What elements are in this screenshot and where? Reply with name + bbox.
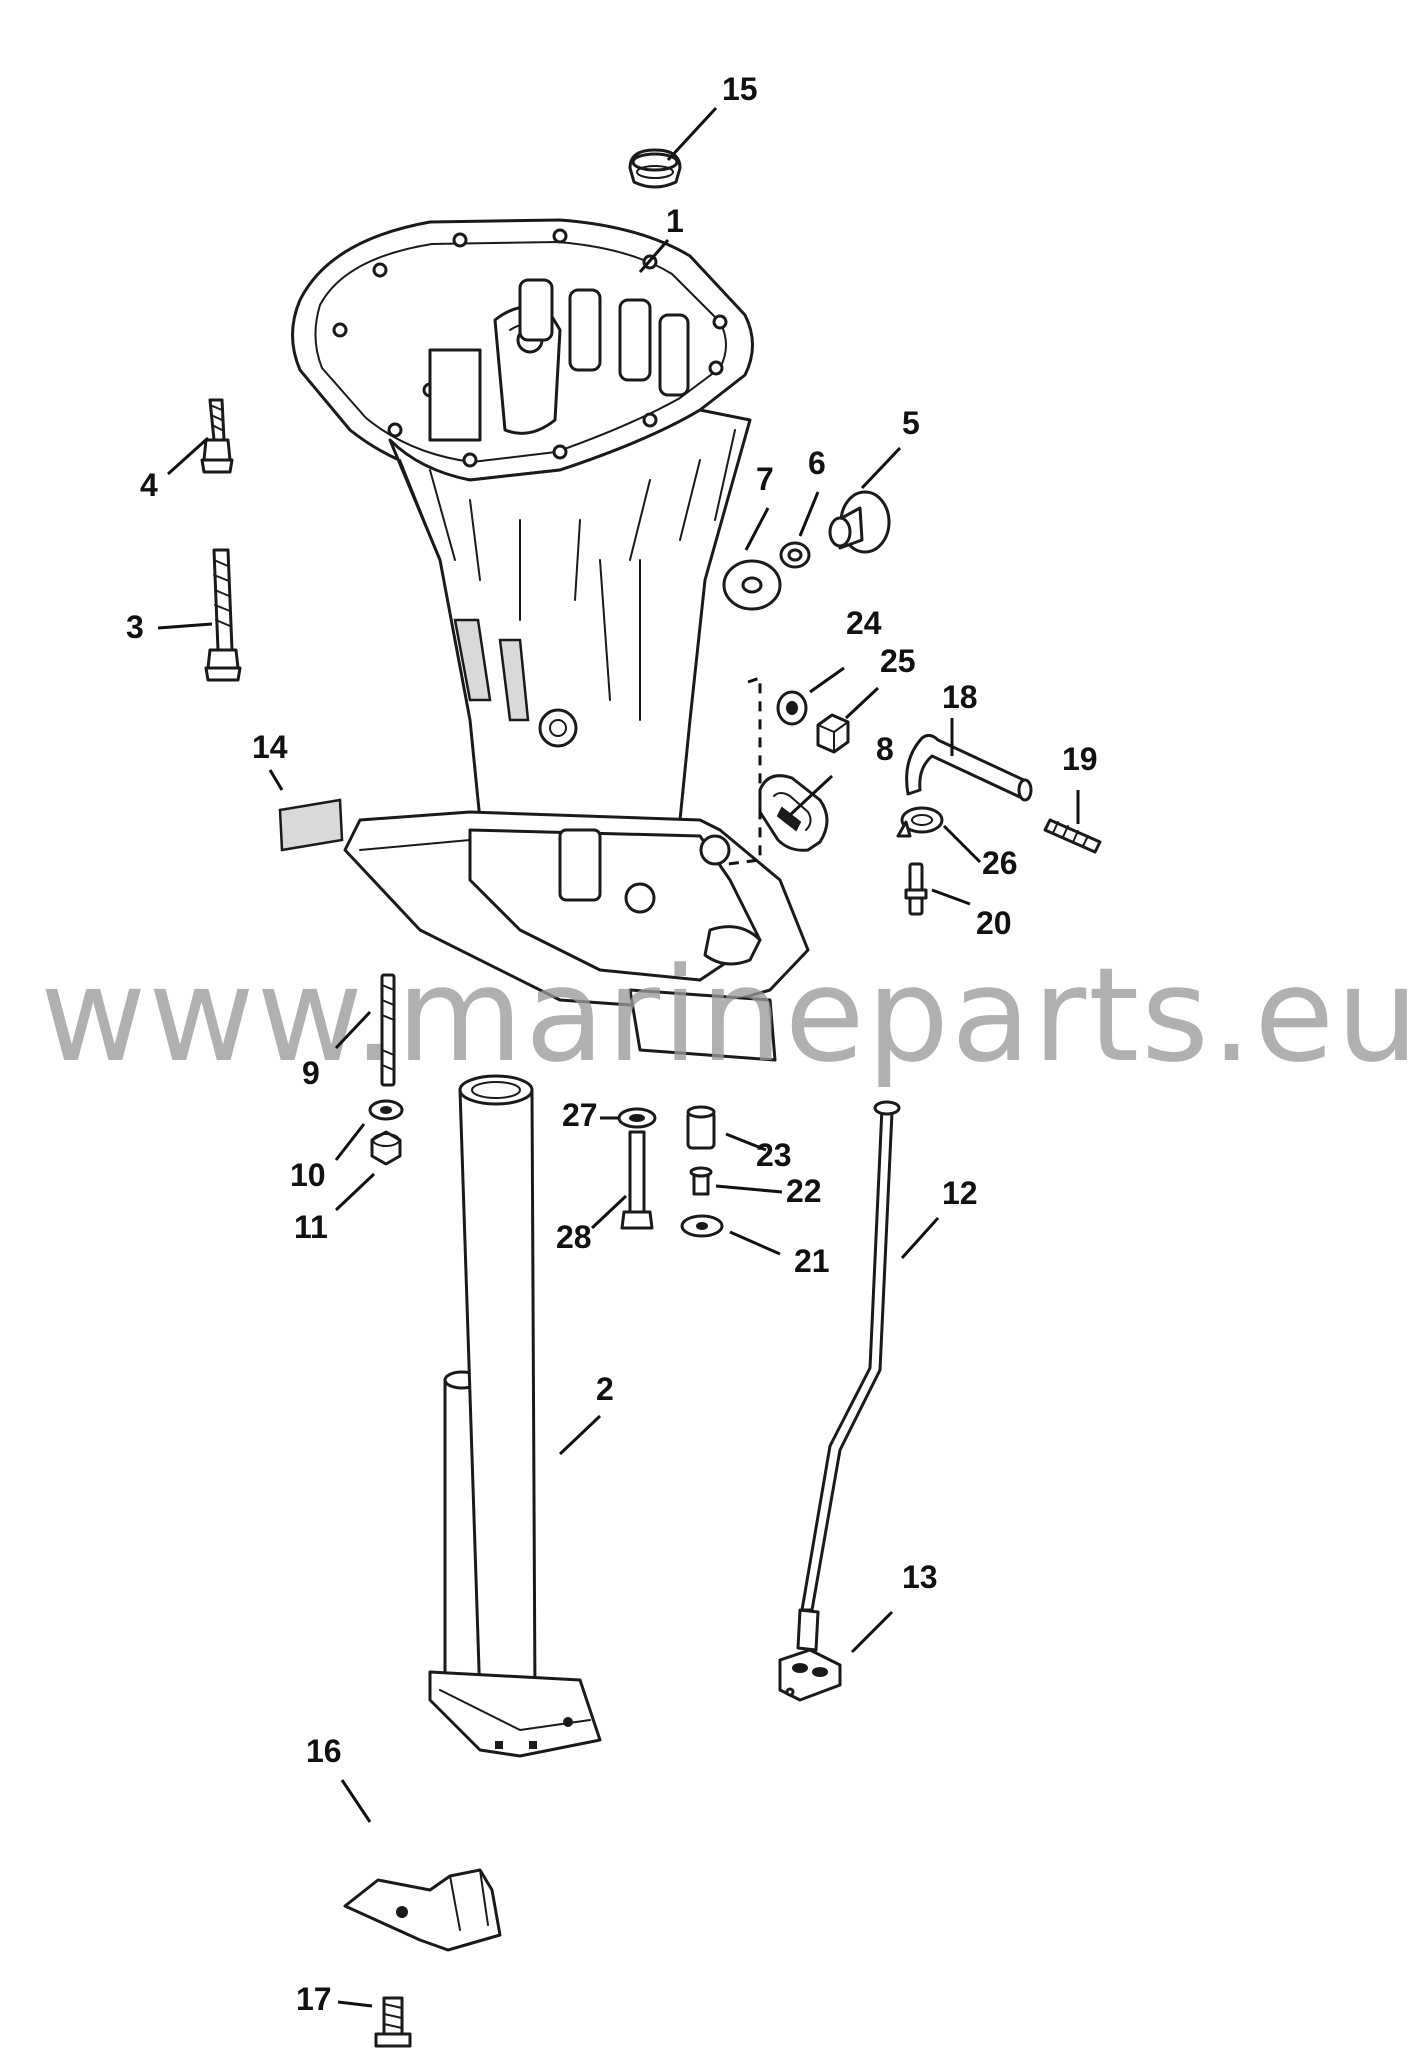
part-3-bolt	[204, 548, 242, 682]
callout-11: 11	[294, 1209, 328, 1245]
part-28-bolt	[620, 1130, 654, 1230]
callout-12: 12	[942, 1175, 978, 1211]
part-2-tubes	[428, 1074, 602, 1758]
callout-22: 22	[786, 1173, 822, 1209]
part-12-tube	[796, 1100, 901, 1652]
callout-24: 24	[846, 605, 882, 641]
callout-25: 25	[880, 643, 916, 679]
part-27-washer	[617, 1107, 657, 1129]
part-19-fitting	[1043, 818, 1102, 854]
callout-8: 8	[876, 731, 894, 767]
part-7-washer	[722, 559, 782, 611]
callout-17: 17	[296, 1981, 332, 2017]
part-5-mount	[828, 490, 891, 554]
callout-28: 28	[556, 1219, 592, 1255]
callout-4: 4	[140, 467, 158, 503]
callout-16: 16	[306, 1733, 342, 1769]
callout-10: 10	[290, 1157, 326, 1193]
part-20-fitting	[904, 862, 928, 916]
callout-15: 15	[722, 71, 758, 107]
callout-numbers: 15 1 4 3 5 6 7 24 25 18 8 19 26 20 14 9 …	[126, 71, 1098, 2017]
callout-18: 18	[942, 679, 978, 715]
part-10-washer	[368, 1099, 404, 1121]
part-17-screw	[374, 1996, 412, 2048]
callout-1: 1	[666, 203, 684, 239]
part-14-decal	[278, 798, 344, 852]
callout-27: 27	[562, 1097, 598, 1133]
part-23-bushing	[686, 1105, 716, 1150]
callout-21: 21	[794, 1243, 830, 1279]
callout-3: 3	[126, 609, 144, 645]
callout-7: 7	[756, 461, 774, 497]
part-25-nut	[816, 713, 850, 754]
part-24-washer	[776, 690, 808, 726]
part-18-hose	[905, 733, 1033, 802]
callout-14: 14	[252, 729, 288, 765]
part-26-clamp	[896, 806, 944, 838]
callout-23: 23	[756, 1137, 792, 1173]
part-6-washer	[779, 541, 811, 569]
part-11-nut	[370, 1130, 402, 1166]
dashed-guide-8	[719, 675, 762, 867]
part-13-clip	[778, 1648, 842, 1702]
callout-20: 20	[976, 905, 1012, 941]
callout-19: 19	[1062, 741, 1098, 777]
part-9-stud	[380, 973, 396, 1087]
watermark: www.marineparts.eu	[40, 939, 1408, 1091]
part-21-washer	[680, 1214, 724, 1238]
part-16-bracket	[343, 1868, 502, 1952]
leader-lines	[157, 106, 1080, 2008]
callout-9: 9	[302, 1055, 320, 1091]
callout-26: 26	[982, 845, 1018, 881]
part-1-driveshaft-housing	[291, 218, 810, 1062]
callout-6: 6	[808, 445, 826, 481]
callout-5: 5	[902, 405, 920, 441]
callout-13: 13	[902, 1559, 938, 1595]
callout-2: 2	[596, 1371, 614, 1407]
part-4-bolt	[200, 398, 234, 474]
part-22-bushing	[689, 1166, 713, 1196]
